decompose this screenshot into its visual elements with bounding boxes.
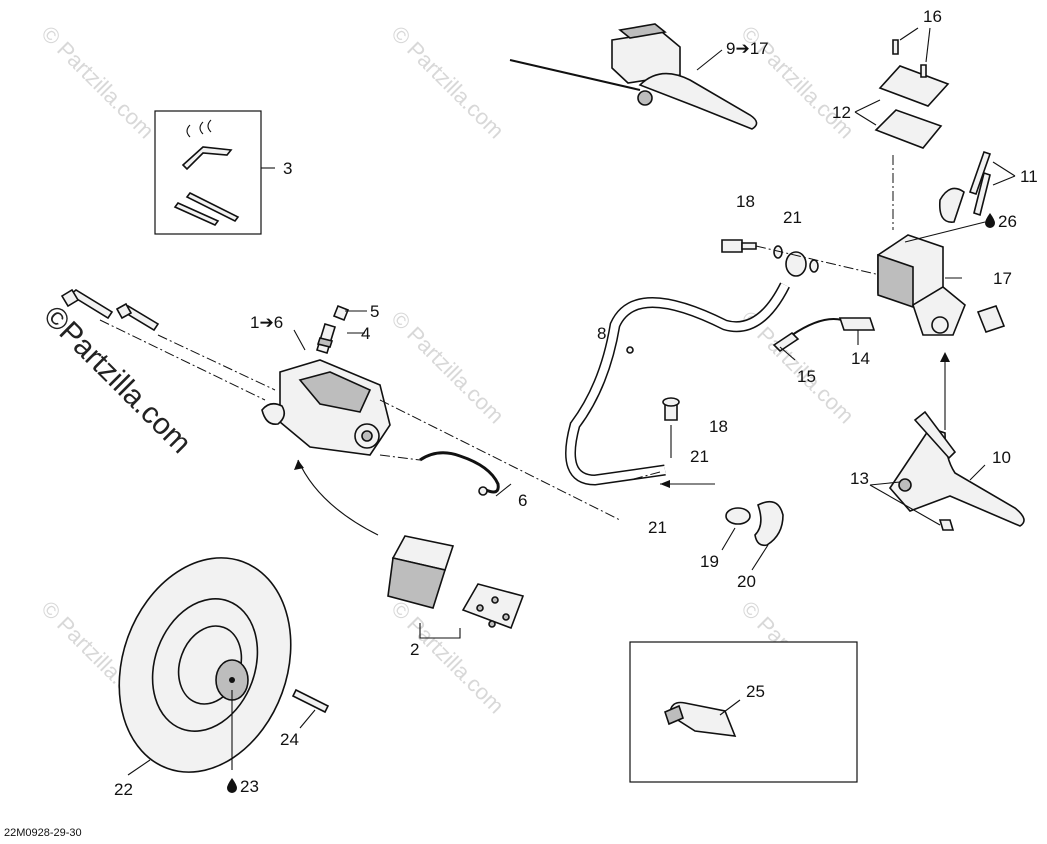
callout-17[interactable]: 17 — [993, 269, 1012, 288]
callout-18-lower[interactable]: 18 — [709, 417, 728, 436]
disc-key[interactable] — [291, 688, 330, 714]
callout-25[interactable]: 25 — [746, 682, 765, 701]
callout-1[interactable]: 1➔6 — [250, 313, 283, 332]
master-cylinder-assembly-top[interactable] — [509, 23, 758, 130]
callout-labels: 1➔6 2 3 4 5 6 8 9➔17 10 11 12 13 14 15 1… — [114, 7, 1038, 799]
partzilla-watermark: ©Partzilla.com — [37, 300, 197, 460]
watermark-text: © Partzilla.com — [36, 21, 159, 144]
callout-5[interactable]: 5 — [370, 302, 379, 321]
banjo-bolt-upper[interactable] — [721, 239, 757, 253]
cover-screws[interactable] — [892, 39, 927, 78]
banjo-bolt-lower[interactable] — [662, 397, 680, 421]
callout-21-middle[interactable]: 21 — [690, 447, 709, 466]
clamp-screws[interactable] — [938, 150, 992, 223]
callout-18-upper[interactable]: 18 — [736, 192, 755, 211]
watermark-text: © Partzilla.com — [386, 21, 509, 144]
callout-3[interactable]: 3 — [283, 159, 292, 178]
brake-hose[interactable] — [565, 282, 790, 486]
callout-4[interactable]: 4 — [361, 324, 370, 343]
callout-19[interactable]: 19 — [700, 552, 719, 571]
callout-16[interactable]: 16 — [923, 7, 942, 26]
oil-drop-icon — [985, 213, 995, 228]
brake-pads[interactable] — [387, 535, 525, 630]
brake-lever[interactable] — [888, 427, 1025, 527]
master-cylinder[interactable] — [877, 234, 966, 336]
bleeder-cap[interactable] — [332, 304, 350, 322]
part-3-pin-kit[interactable] — [154, 110, 262, 235]
callout-15[interactable]: 15 — [797, 367, 816, 386]
banjo-fitting[interactable] — [773, 245, 819, 277]
reservoir-cover[interactable] — [874, 65, 950, 149]
callout-13[interactable]: 13 — [850, 469, 869, 488]
callout-14[interactable]: 14 — [851, 349, 870, 368]
hose-clamp[interactable] — [725, 507, 751, 525]
bleeder-screw[interactable] — [315, 323, 337, 354]
watermark-text: © Partzilla.com — [386, 306, 509, 429]
dust-boot[interactable] — [976, 305, 1006, 333]
callout-10[interactable]: 10 — [992, 448, 1011, 467]
callout-21-lower[interactable]: 21 — [648, 518, 667, 537]
callout-9[interactable]: 9➔17 — [726, 39, 769, 58]
switch-connector[interactable] — [772, 331, 800, 353]
lever-pivot-hardware[interactable] — [913, 410, 957, 531]
callout-8[interactable]: 8 — [597, 324, 606, 343]
callout-6[interactable]: 6 — [518, 491, 527, 510]
brake-disc[interactable] — [90, 534, 319, 797]
diagram-code: 22M0928-29-30 — [4, 827, 82, 839]
hose-grommet[interactable] — [754, 500, 784, 547]
part-25-clip-box[interactable] — [629, 641, 858, 783]
callout-21-upper[interactable]: 21 — [783, 208, 802, 227]
oil-drop-icon — [227, 778, 237, 793]
callout-22[interactable]: 22 — [114, 780, 133, 799]
callout-24[interactable]: 24 — [280, 730, 299, 749]
caliper-spring-wire[interactable] — [419, 451, 500, 496]
brake-switch[interactable] — [791, 317, 876, 336]
brake-caliper[interactable] — [261, 359, 391, 456]
callout-20[interactable]: 20 — [737, 572, 756, 591]
callout-26[interactable]: 26 — [998, 212, 1017, 231]
caliper-bolts[interactable] — [60, 288, 160, 332]
callout-23[interactable]: 23 — [240, 777, 259, 796]
callout-2[interactable]: 2 — [410, 640, 419, 659]
callout-12[interactable]: 12 — [832, 103, 851, 122]
callout-11[interactable]: 11 — [1020, 167, 1038, 186]
